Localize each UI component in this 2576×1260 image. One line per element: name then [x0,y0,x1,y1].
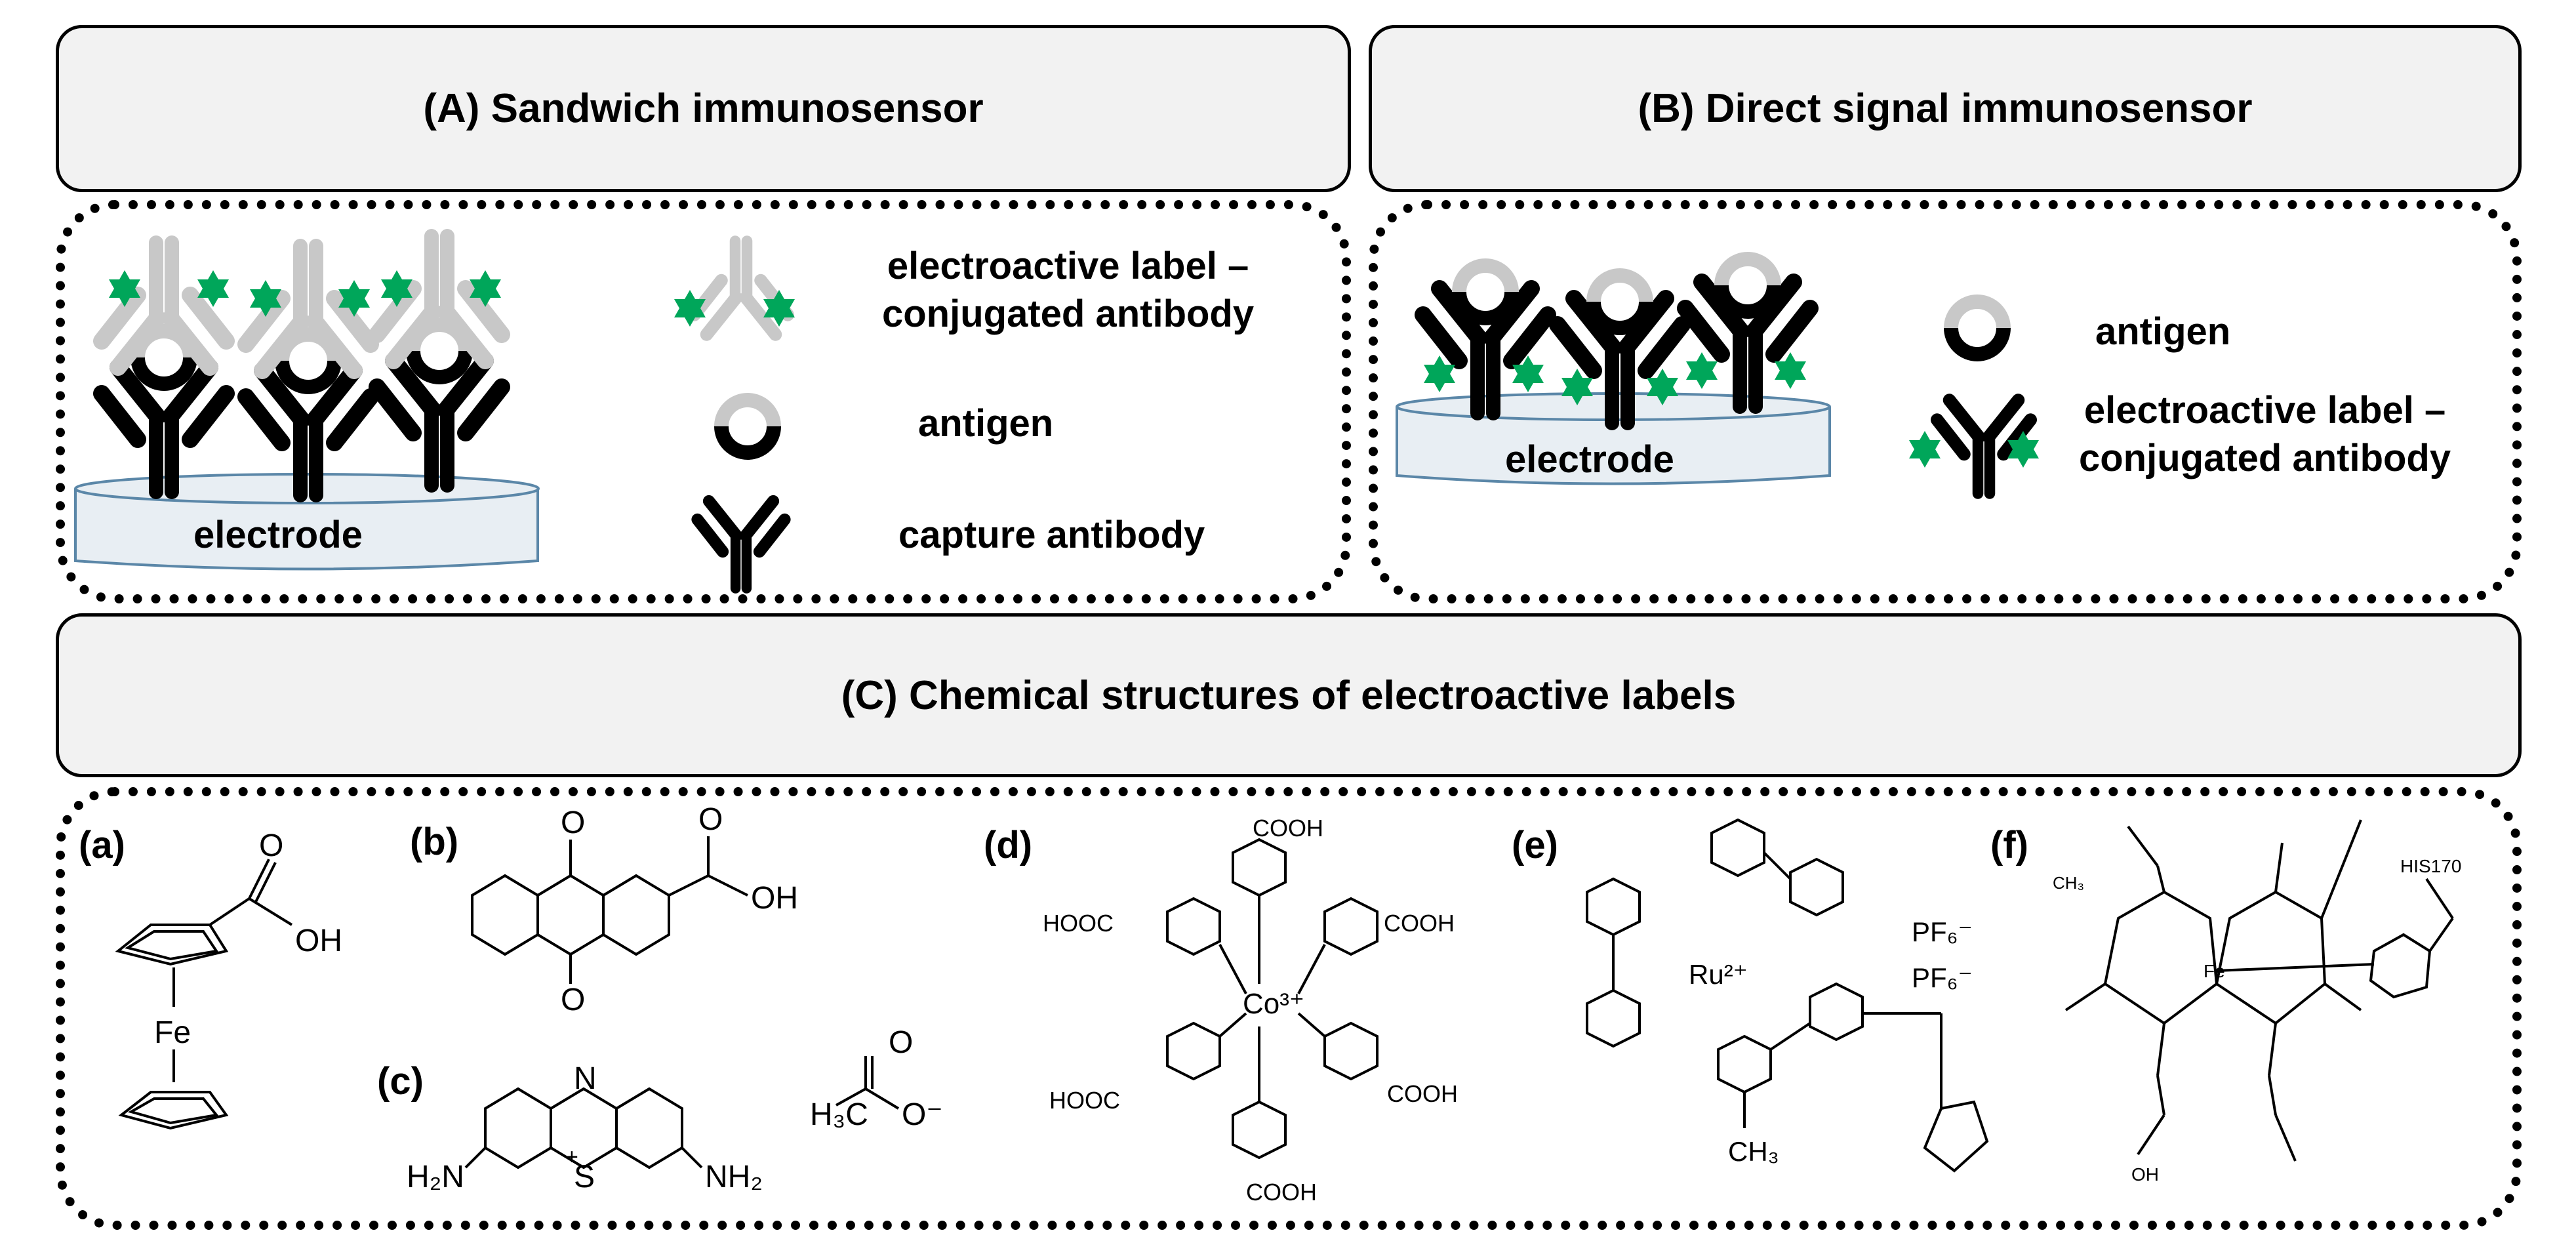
structure-a-tag: (a) [79,824,125,866]
acetate-h3c: H₃C [810,1097,868,1132]
cobalt-hooc-left-top: HOOC [1043,910,1114,937]
anthraquinone-structure [471,836,748,984]
thionine-h2n: H₂N [407,1160,464,1194]
legend-labelled-antibody-line1: electroactive label – [887,245,1249,287]
legend-capture-antibody-label: capture antibody [898,514,1205,556]
acetate-ominus: O⁻ [902,1097,943,1132]
heme-his: HIS170 [2400,856,2461,876]
legend-labelled-antibody-label: electroactive label – conjugated antibod… [882,243,1254,338]
thionine-s: S [574,1160,595,1194]
ferrocene-oh: OH [295,924,342,958]
panel-a-diagram [56,200,1351,603]
structure-d-tag: (d) [984,824,1033,866]
cobalt-co: Co³⁺ [1243,988,1304,1020]
direct-legend-antibody-label: electroactive label – conjugated antibod… [2079,387,2451,482]
heme-oh: OH [2131,1164,2159,1185]
panel-c-structures [56,787,2522,1230]
ruthenium-ru: Ru²⁺ [1689,959,1748,990]
anthraquinone-o-top: O [561,805,585,840]
structure-f-tag: (f) [1990,824,2028,866]
sandwich-electrode-label: electrode [193,514,363,556]
cobalt-cooh-right-bottom: COOH [1387,1080,1458,1107]
cobalt-cooh-bottom: COOH [1246,1179,1317,1206]
ferrocene-o: O [259,828,283,863]
panel-b-title: (B) Direct signal immunosensor [1369,25,2522,192]
heme-fe: Fe [2204,961,2225,981]
anthraquinone-o-bottom: O [561,983,585,1017]
ruthenium-pf1: PF₆⁻ [1912,916,1973,947]
anthraquinone-o-acid: O [698,802,723,837]
cobalt-hooc-left-bottom: HOOC [1049,1087,1120,1114]
ruthenium-ch3: CH₃ [1728,1136,1779,1167]
direct-electrode-label: electrode [1505,438,1674,481]
structure-c-tag: (c) [377,1060,424,1103]
ruthenium-complex-structure [1586,818,1989,1173]
panel-c-title: (C) Chemical structures of electroactive… [56,613,2522,777]
legend-labelled-antibody-line2: conjugated antibody [882,292,1255,335]
ruthenium-pf2: PF₆⁻ [1912,962,1973,993]
direct-legend-antigen-label: antigen [2095,310,2231,353]
cobalt-complex-structure [1166,838,1379,1160]
heme-ch3: CH₃ [2053,873,2084,893]
ferrocene-structure [115,859,293,1130]
thionine-n: N [574,1061,597,1096]
cobalt-cooh-right-top: COOH [1384,910,1455,937]
cobalt-cooh-top: COOH [1253,815,1323,842]
thionine-structure [464,1056,900,1169]
thionine-plus: + [565,1145,578,1169]
direct-legend-antibody-line2: conjugated antibody [2079,436,2451,479]
direct-legend-antibody-line1: electroactive label – [2083,389,2446,432]
heme-structure [2064,819,2454,1162]
legend-antigen-label: antigen [918,402,1054,445]
panel-b-diagram [1369,200,2522,603]
structure-b-tag: (b) [410,821,459,863]
anthraquinone-oh: OH [751,881,798,916]
acetate-o: O [889,1025,913,1060]
structure-e-tag: (e) [1512,824,1558,866]
thionine-nh2: NH₂ [705,1160,763,1194]
panel-a-title: (A) Sandwich immunosensor [56,25,1351,192]
ferrocene-fe: Fe [154,1015,191,1050]
